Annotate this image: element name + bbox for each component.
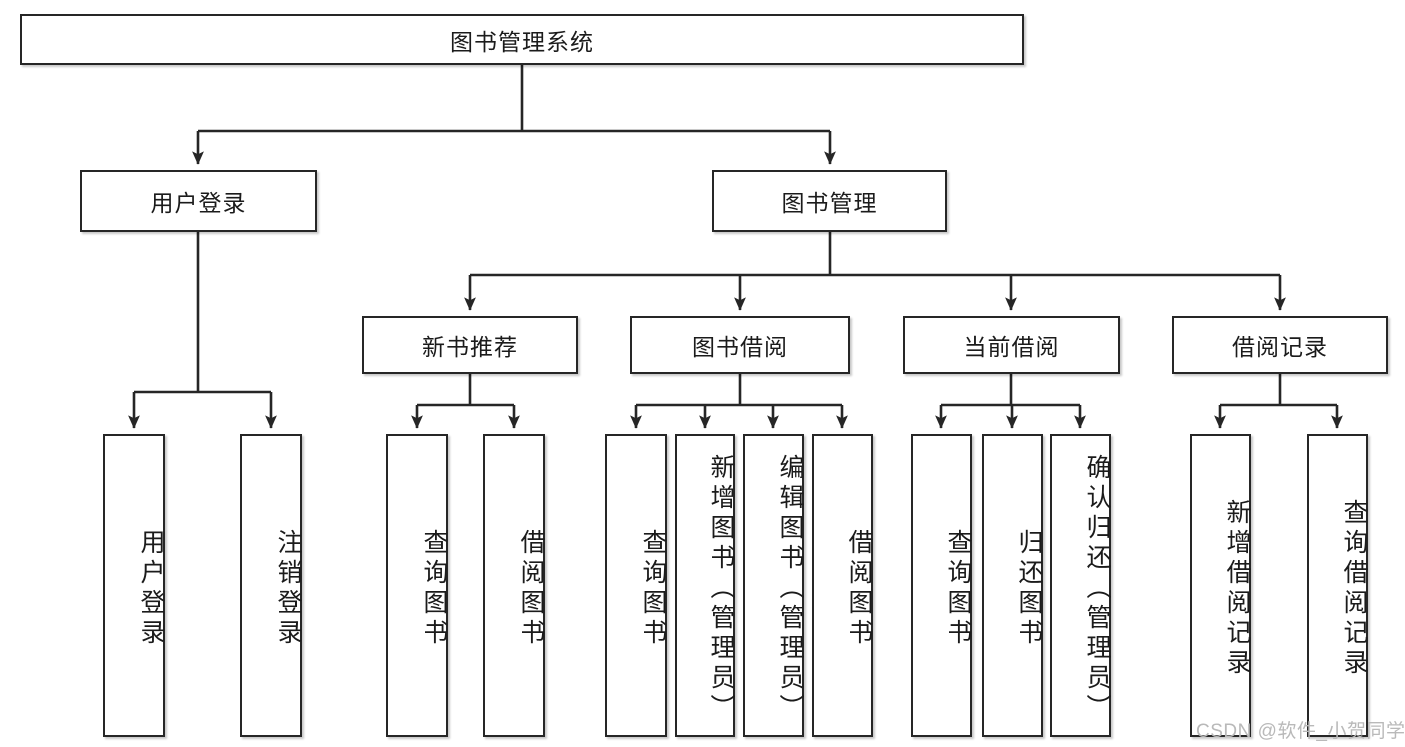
node-leaf-confirm-return[interactable]: 确认归还（管理员） <box>1050 434 1111 737</box>
node-book-manage[interactable]: 图书管理 <box>712 170 947 232</box>
node-new-book-recommend[interactable]: 新书推荐 <box>362 316 578 374</box>
edge-group-user-login <box>128 232 277 429</box>
node-current-borrow[interactable]: 当前借阅 <box>903 316 1120 374</box>
node-leaf-add-record[interactable]: 新增借阅记录 <box>1190 434 1251 737</box>
edge-group-book-manage <box>464 232 1286 311</box>
node-leaf-borrow-book[interactable]: 借阅图书 <box>812 434 873 737</box>
node-leaf-add-book-label: 新增图书（管理员） <box>707 453 735 724</box>
node-leaf-confirm-return-label: 确认归还（管理员） <box>1083 453 1111 724</box>
edge-group-new-book-recommend <box>411 374 520 429</box>
node-leaf-edit-book[interactable]: 编辑图书（管理员） <box>743 434 804 737</box>
node-leaf-add-record-label: 新增借阅记录 <box>1223 498 1251 679</box>
node-borrow-record-label: 借阅记录 <box>1232 334 1328 360</box>
node-book-borrow-label: 图书借阅 <box>692 334 788 360</box>
node-book-borrow[interactable]: 图书借阅 <box>630 316 850 374</box>
csdn-watermark: CSDN @软件_小贺同学 <box>1196 721 1405 742</box>
node-leaf-borrow-book-rec-label: 借阅图书 <box>517 528 545 649</box>
node-leaf-return-book-label: 归还图书 <box>1015 528 1043 649</box>
node-leaf-user-login[interactable]: 用户登录 <box>103 434 165 737</box>
node-book-manage-label: 图书管理 <box>781 190 878 216</box>
node-leaf-query-book-cur-label: 查询图书 <box>944 528 972 649</box>
node-leaf-return-book[interactable]: 归还图书 <box>982 434 1043 737</box>
node-leaf-borrow-book-rec[interactable]: 借阅图书 <box>483 434 545 737</box>
node-leaf-query-record[interactable]: 查询借阅记录 <box>1307 434 1368 737</box>
node-leaf-user-logout-label: 注销登录 <box>274 528 302 649</box>
edge-group-root <box>192 65 836 165</box>
edge-group-book-borrow <box>630 374 848 429</box>
node-root[interactable]: 图书管理系统 <box>20 14 1024 65</box>
node-leaf-query-book-borrow[interactable]: 查询图书 <box>605 434 667 737</box>
node-borrow-record[interactable]: 借阅记录 <box>1172 316 1388 374</box>
node-leaf-edit-book-label: 编辑图书（管理员） <box>776 453 804 724</box>
node-user-login[interactable]: 用户登录 <box>80 170 317 232</box>
node-leaf-query-book-rec-label: 查询图书 <box>420 528 448 649</box>
node-new-book-recommend-label: 新书推荐 <box>422 334 518 360</box>
node-leaf-user-login-label: 用户登录 <box>137 528 165 649</box>
edge-group-borrow-record <box>1214 374 1343 429</box>
node-current-borrow-label: 当前借阅 <box>963 334 1060 360</box>
node-leaf-query-book-borrow-label: 查询图书 <box>639 528 667 649</box>
node-leaf-query-record-label: 查询借阅记录 <box>1340 498 1368 679</box>
node-leaf-user-logout[interactable]: 注销登录 <box>240 434 302 737</box>
node-leaf-borrow-book-label: 借阅图书 <box>845 528 873 649</box>
node-leaf-add-book[interactable]: 新增图书（管理员） <box>675 434 735 737</box>
node-root-label: 图书管理系统 <box>450 28 594 55</box>
node-leaf-query-book-rec[interactable]: 查询图书 <box>386 434 448 737</box>
edge-group-current-borrow <box>935 374 1086 429</box>
node-leaf-query-book-cur[interactable]: 查询图书 <box>911 434 972 737</box>
node-user-login-label: 用户登录 <box>150 190 247 216</box>
